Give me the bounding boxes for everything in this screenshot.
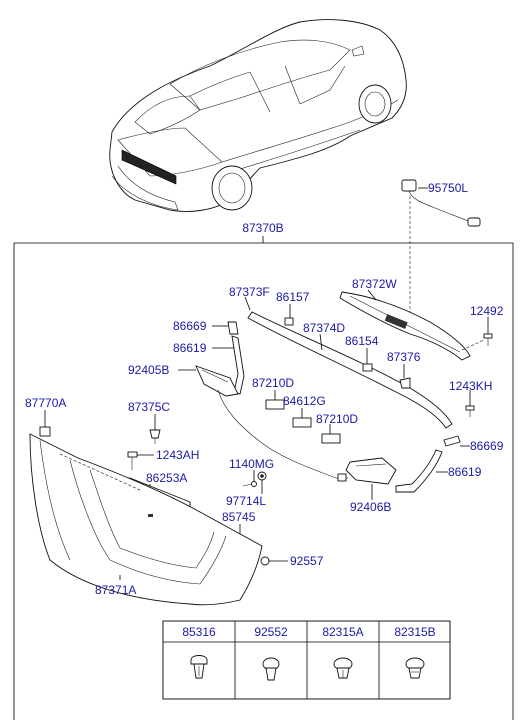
label-97714L: 97714L xyxy=(226,494,266,508)
part-87210D-left: 87210D xyxy=(252,376,294,410)
label-92405B: 92405B xyxy=(128,363,169,377)
clip-82315A-icon xyxy=(333,657,353,679)
part-87374D: 87374D xyxy=(247,311,453,429)
part-86619-left: 86619 xyxy=(173,335,245,395)
table-header-col2: 92552 xyxy=(254,625,288,639)
clip-82315B-icon xyxy=(405,657,425,679)
label-87210D-right: 87210D xyxy=(316,412,358,426)
assembly-frame: 87370B xyxy=(13,221,514,720)
label-86253A: 86253A xyxy=(146,471,187,485)
label-87375C: 87375C xyxy=(128,400,170,414)
label-86669-left: 86669 xyxy=(173,319,207,333)
label-86157: 86157 xyxy=(276,290,310,304)
fastener-table: 85316 92552 82315A 82315B xyxy=(162,620,451,700)
part-1243KH: 1243KH xyxy=(449,379,492,417)
part-12492: 12492 xyxy=(461,304,504,351)
table-header-col4: 82315B xyxy=(394,625,435,639)
part-92557: 92557 xyxy=(260,554,324,568)
part-95750L: 95750L xyxy=(401,179,481,318)
label-87373F: 87373F xyxy=(229,285,270,299)
part-92405B: 92405B xyxy=(128,363,337,479)
label-1243AH: 1243AH xyxy=(156,448,199,462)
part-86154: 86154 xyxy=(345,334,379,372)
part-1243AH: 1243AH xyxy=(127,448,199,470)
label-86619-left: 86619 xyxy=(173,341,207,355)
label-1243KH: 1243KH xyxy=(449,379,492,393)
part-84612G: 84612G xyxy=(283,394,326,428)
part-1140MG: 1140MG xyxy=(229,457,274,487)
part-87376: 87376 xyxy=(387,350,421,389)
part-86669-left: 86669 xyxy=(173,319,239,335)
label-87374D: 87374D xyxy=(303,321,345,335)
part-87371A: 87371A xyxy=(29,433,263,606)
vehicle-illustration xyxy=(109,19,407,212)
table-header-col3: 82315A xyxy=(322,625,363,639)
assembly-label: 87370B xyxy=(242,221,283,235)
label-86154: 86154 xyxy=(345,334,379,348)
label-86619-right: 86619 xyxy=(448,465,482,479)
label-87210D-left: 87210D xyxy=(252,376,294,390)
part-87770A: 87770A xyxy=(25,396,66,437)
part-86669-right: 86669 xyxy=(443,435,504,453)
part-87373F: 87373F xyxy=(229,285,270,311)
label-92406B: 92406B xyxy=(350,500,391,514)
label-12492: 12492 xyxy=(470,304,504,318)
label-1140MG: 1140MG xyxy=(229,457,274,471)
part-86619-right: 86619 xyxy=(395,449,482,493)
label-87376: 87376 xyxy=(387,350,421,364)
part-87210D-right: 87210D xyxy=(316,412,358,444)
label-87372W: 87372W xyxy=(352,277,397,291)
label-84612G: 84612G xyxy=(283,394,326,408)
label-87770A: 87770A xyxy=(25,396,66,410)
part-97714L: 97714L xyxy=(226,471,267,508)
label-87371A: 87371A xyxy=(95,583,136,597)
label-86669-right: 86669 xyxy=(470,439,504,453)
part-86157: 86157 xyxy=(276,290,310,326)
label-95750L: 95750L xyxy=(428,181,468,195)
table-header-col1: 85316 xyxy=(182,625,216,639)
clip-92552-icon xyxy=(262,657,280,681)
label-85745: 85745 xyxy=(222,510,256,524)
part-87372W: 87372W xyxy=(339,277,471,361)
part-92406B: 92406B xyxy=(336,457,397,514)
clip-85316-icon xyxy=(190,655,208,679)
label-92557: 92557 xyxy=(290,554,324,568)
part-87375C: 87375C xyxy=(128,400,170,444)
